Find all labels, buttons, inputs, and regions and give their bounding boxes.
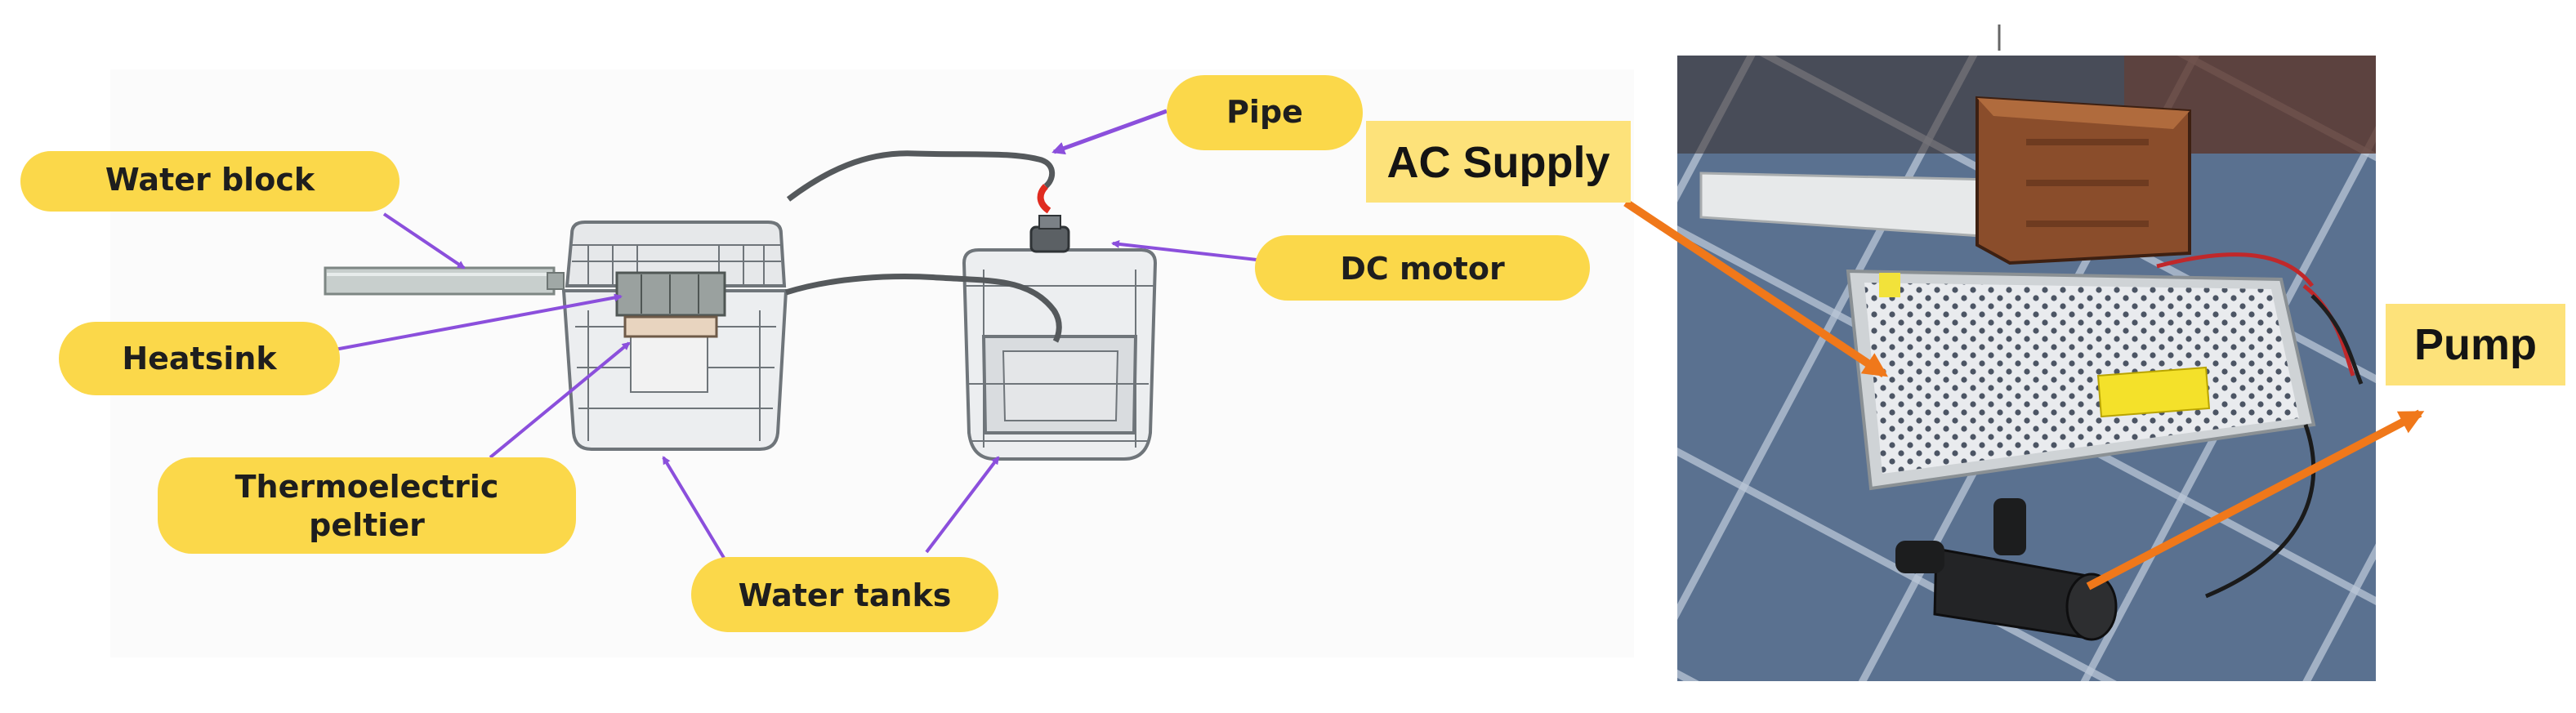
ac-supply-photo — [1846, 269, 2316, 491]
pointer-dc-motor — [1111, 239, 1257, 261]
wires-photo — [2156, 252, 2364, 599]
svg-text:Pipe: Pipe — [1226, 94, 1303, 130]
heatsink-photo — [1976, 96, 2191, 265]
svg-text:peltier: peltier — [309, 507, 425, 543]
pointer-ac-supply — [1623, 198, 1888, 378]
pointer-tank-1 — [662, 456, 725, 559]
orange-pointers — [1623, 198, 2425, 590]
pointer-peltier — [489, 341, 631, 459]
svg-text:Thermoelectric: Thermoelectric — [235, 469, 499, 505]
label-ac-supply: AC Supply — [1366, 121, 1631, 203]
label-water-tanks: Water tanks — [691, 557, 998, 632]
pointer-pump — [2086, 409, 2425, 590]
label-pump: Pump — [2386, 304, 2565, 385]
water-tank-2-illustration — [962, 248, 1158, 461]
photo-panel: AC Supply Pump — [1366, 56, 2565, 681]
label-water-block: Water block — [20, 151, 400, 212]
svg-text:Heatsink: Heatsink — [122, 341, 277, 377]
label-thermoelectric-peltier: Thermoelectric peltier — [158, 457, 576, 554]
label-dc-motor: DC motor — [1255, 235, 1590, 301]
pointer-pipe — [1051, 109, 1167, 155]
svg-text:Water block: Water block — [105, 162, 315, 198]
water-tank-1-illustration — [561, 221, 788, 451]
pointer-tank-2 — [925, 456, 1000, 554]
water-block-illustration — [324, 266, 565, 296]
purple-pointers — [334, 109, 1257, 559]
pump-photo — [1895, 498, 2118, 641]
label-pipe: Pipe — [1167, 75, 1363, 150]
svg-text:Water tanks: Water tanks — [739, 577, 952, 613]
pointer-heatsink — [334, 293, 623, 351]
label-heatsink: Heatsink — [59, 322, 340, 395]
svg-text:AC Supply: AC Supply — [1386, 138, 1609, 187]
dc-motor-illustration — [1029, 215, 1070, 253]
svg-text:Pump: Pump — [2414, 320, 2537, 369]
pipe-illustration — [784, 150, 1062, 343]
pointer-water-block — [382, 212, 466, 270]
svg-text:DC motor: DC motor — [1340, 251, 1505, 287]
